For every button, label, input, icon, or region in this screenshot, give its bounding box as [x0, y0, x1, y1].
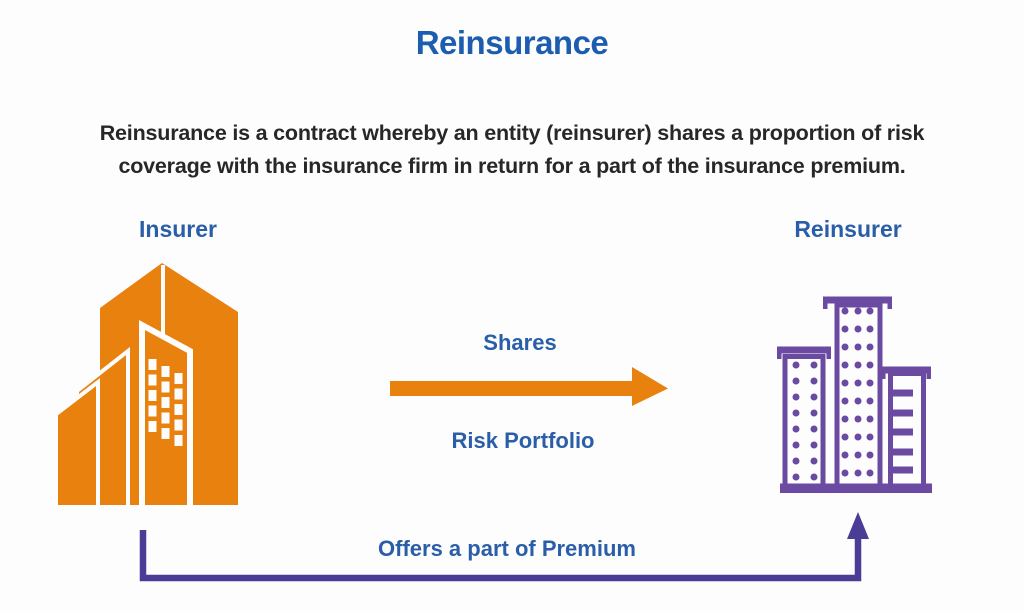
purple-left-building — [782, 354, 826, 490]
description-line-1: Reinsurance is a contract whereby an ent… — [99, 121, 925, 145]
insurer-buildings-icon — [58, 263, 238, 505]
insurer-label: Insurer — [139, 216, 217, 242]
premium-label: Offers a part of Premium — [378, 536, 636, 561]
purple-right-building-ledges — [891, 389, 913, 474]
description-line-2: coverage with the insurance firm in retu… — [118, 154, 906, 178]
shares-right-arrow-icon — [390, 367, 668, 406]
building-roof-caps — [777, 296, 931, 379]
center-building-dot-windows — [841, 307, 874, 477]
buildings-base-bar — [780, 483, 932, 493]
reinsurer-buildings-icon — [777, 296, 932, 493]
front-building-windows — [148, 359, 183, 446]
page-title: Reinsurance — [415, 24, 609, 61]
premium-connector-arrow-icon — [139, 512, 869, 582]
risk-portfolio-label: Risk Portfolio — [451, 428, 595, 453]
shares-label: Shares — [483, 330, 557, 355]
orange-front-building — [139, 319, 193, 505]
reinsurer-label: Reinsurer — [794, 216, 902, 242]
orange-left-building — [58, 377, 100, 505]
description-text: Reinsurance is a contract whereby an ent… — [0, 117, 1024, 183]
left-building-dot-windows — [792, 361, 818, 481]
